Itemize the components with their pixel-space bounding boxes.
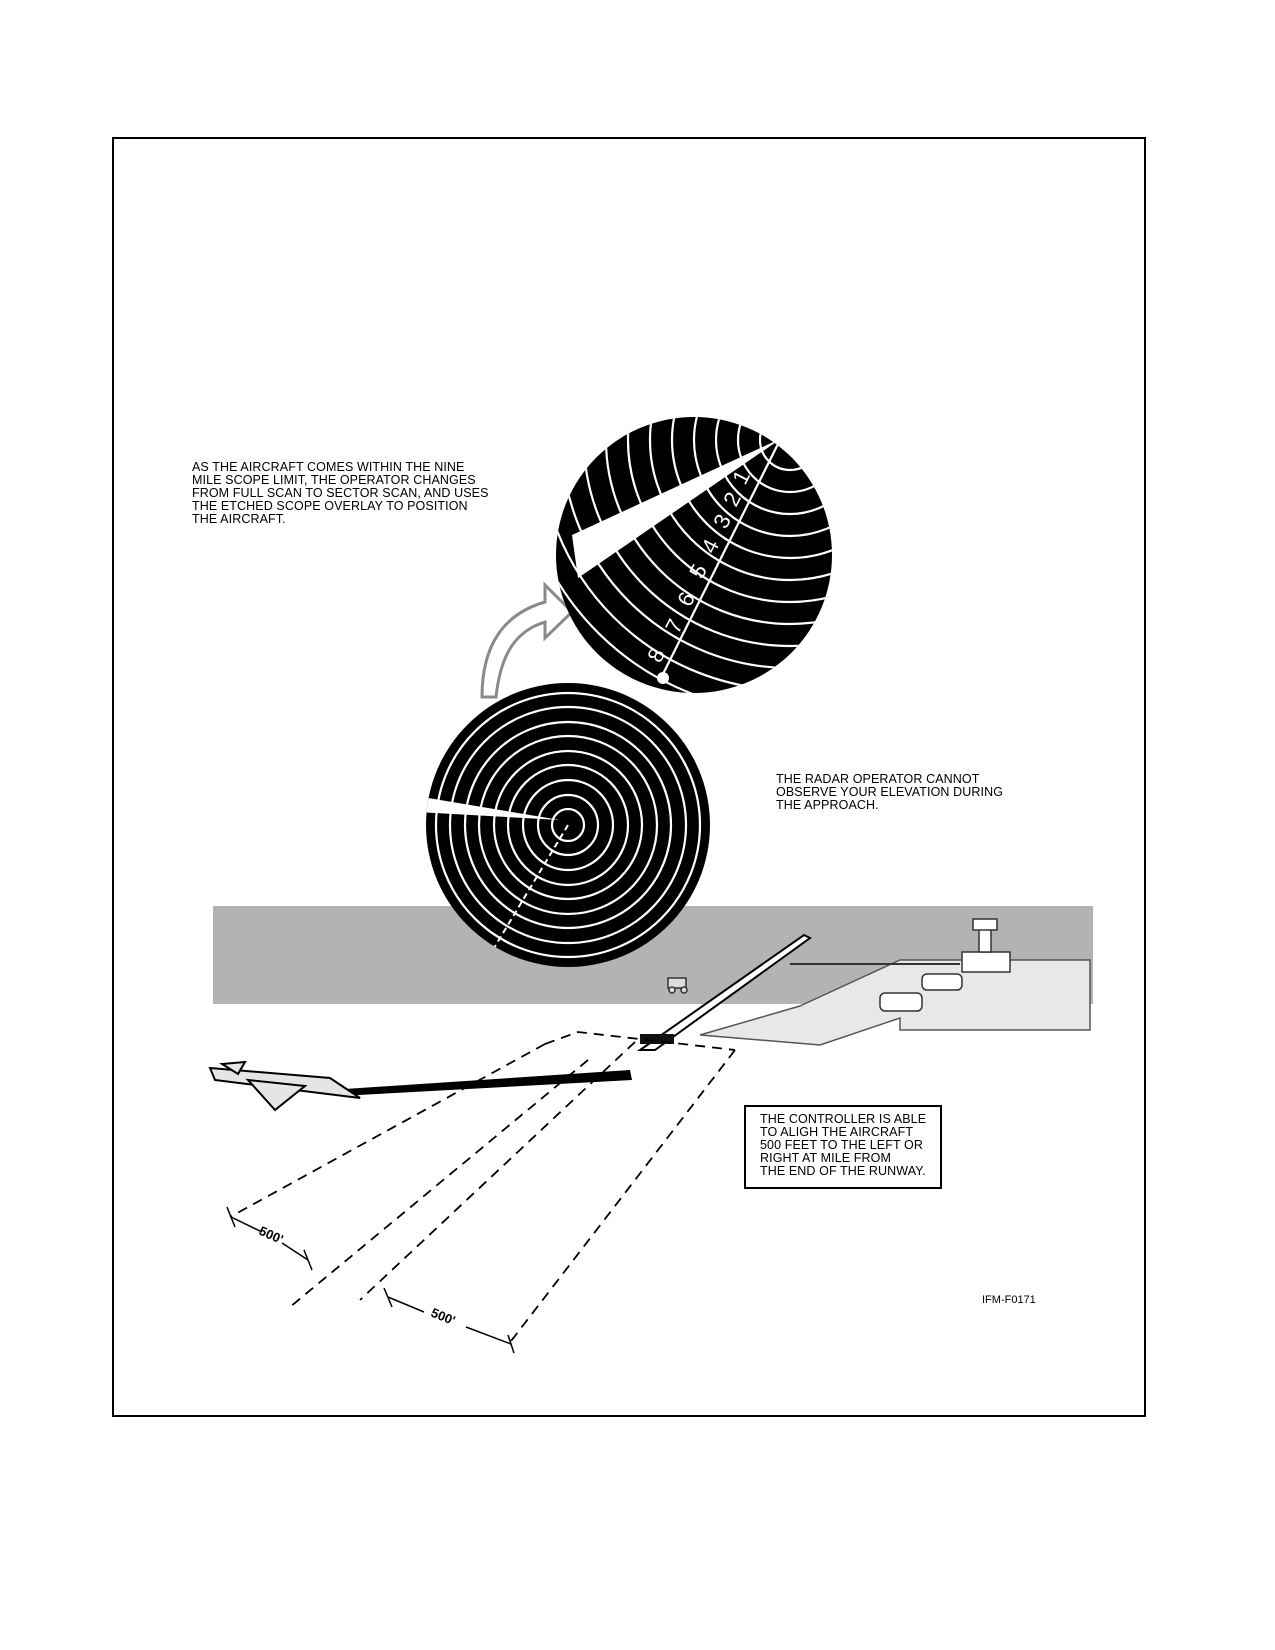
control-tower bbox=[972, 918, 998, 953]
elevation-caption: THE RADAR OPERATOR CANNOT OBSERVE YOUR E… bbox=[776, 772, 1004, 812]
dimension-label-upper: 500' bbox=[257, 1223, 286, 1247]
dimension-label-lower: 500' bbox=[429, 1305, 458, 1328]
hangar-buildings bbox=[879, 951, 1011, 1012]
controller-caption-box: THE CONTROLLER IS ABLE TO ALIGH THE AIRC… bbox=[744, 1105, 942, 1189]
figure-frame bbox=[112, 137, 1146, 1417]
approach-corridor bbox=[229, 1031, 736, 1346]
aircraft-blip bbox=[657, 672, 669, 684]
dimension-lines bbox=[226, 1206, 515, 1354]
figure-id: IFM-F0171 bbox=[982, 1294, 1036, 1306]
sector-scan-scope bbox=[556, 417, 832, 693]
transition-arrow bbox=[480, 581, 575, 699]
runway-threshold bbox=[640, 1034, 674, 1044]
aircraft bbox=[208, 1060, 361, 1112]
scope-limit-caption: AS THE AIRCRAFT COMES WITHIN THE NINE MI… bbox=[192, 460, 489, 526]
full-scan-scope bbox=[426, 683, 710, 967]
runway bbox=[636, 933, 812, 1051]
glide-path bbox=[330, 1070, 632, 1096]
ground-vehicle bbox=[667, 977, 688, 994]
